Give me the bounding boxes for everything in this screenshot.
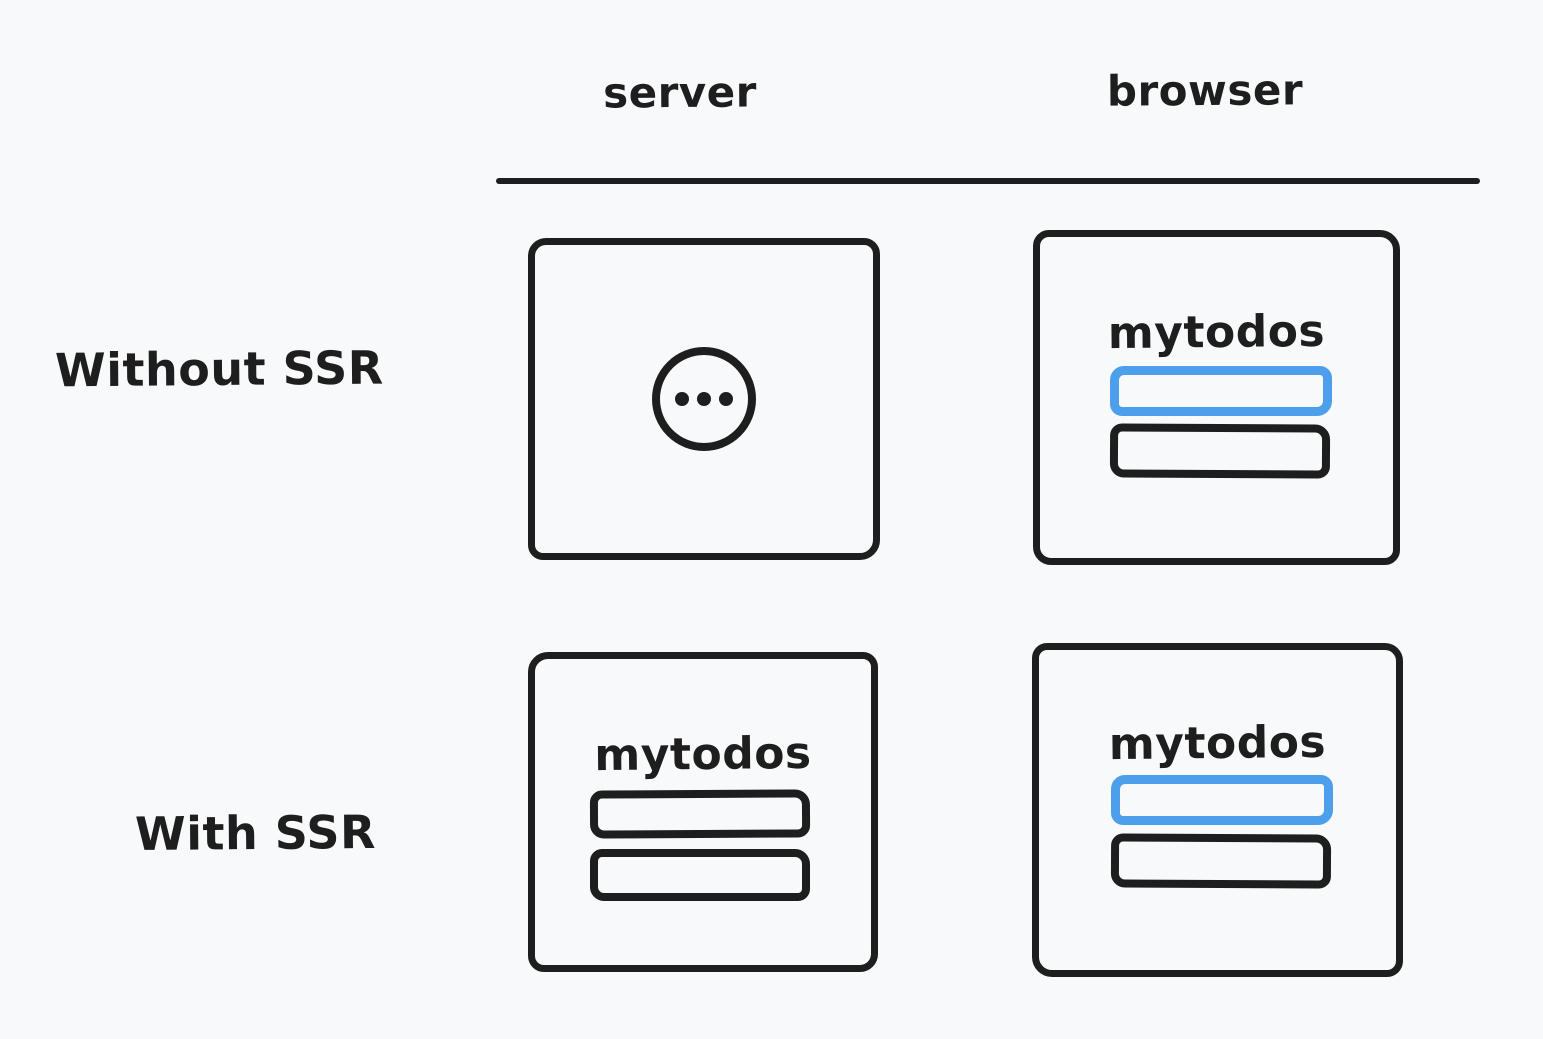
column-header-browser: browser (1106, 65, 1304, 116)
header-divider-line (496, 178, 1480, 184)
todo-bar (1110, 833, 1332, 889)
todo-bar (1109, 423, 1331, 479)
loading-dot (719, 392, 733, 406)
without-ssr-browser-box: mytodos (1033, 230, 1400, 565)
todo-bar (590, 849, 810, 901)
app-title: mytodos (1108, 716, 1327, 771)
loading-dot (697, 392, 711, 406)
with-ssr-browser-box: mytodos (1032, 643, 1403, 977)
highlighted-todo-bar (1110, 366, 1332, 416)
highlighted-todo-bar (1111, 775, 1333, 825)
app-title: mytodos (594, 727, 812, 782)
column-header-server: server (602, 67, 758, 118)
row-label-without-ssr: Without SSR (54, 340, 384, 398)
with-ssr-server-box: mytodos (528, 652, 878, 972)
todo-bar (589, 789, 811, 839)
row-label-with-ssr: With SSR (134, 804, 377, 862)
app-title: mytodos (1107, 305, 1326, 360)
loading-dot (675, 392, 689, 406)
ellipsis-loading-icon (652, 347, 756, 451)
without-ssr-server-box (528, 238, 880, 560)
